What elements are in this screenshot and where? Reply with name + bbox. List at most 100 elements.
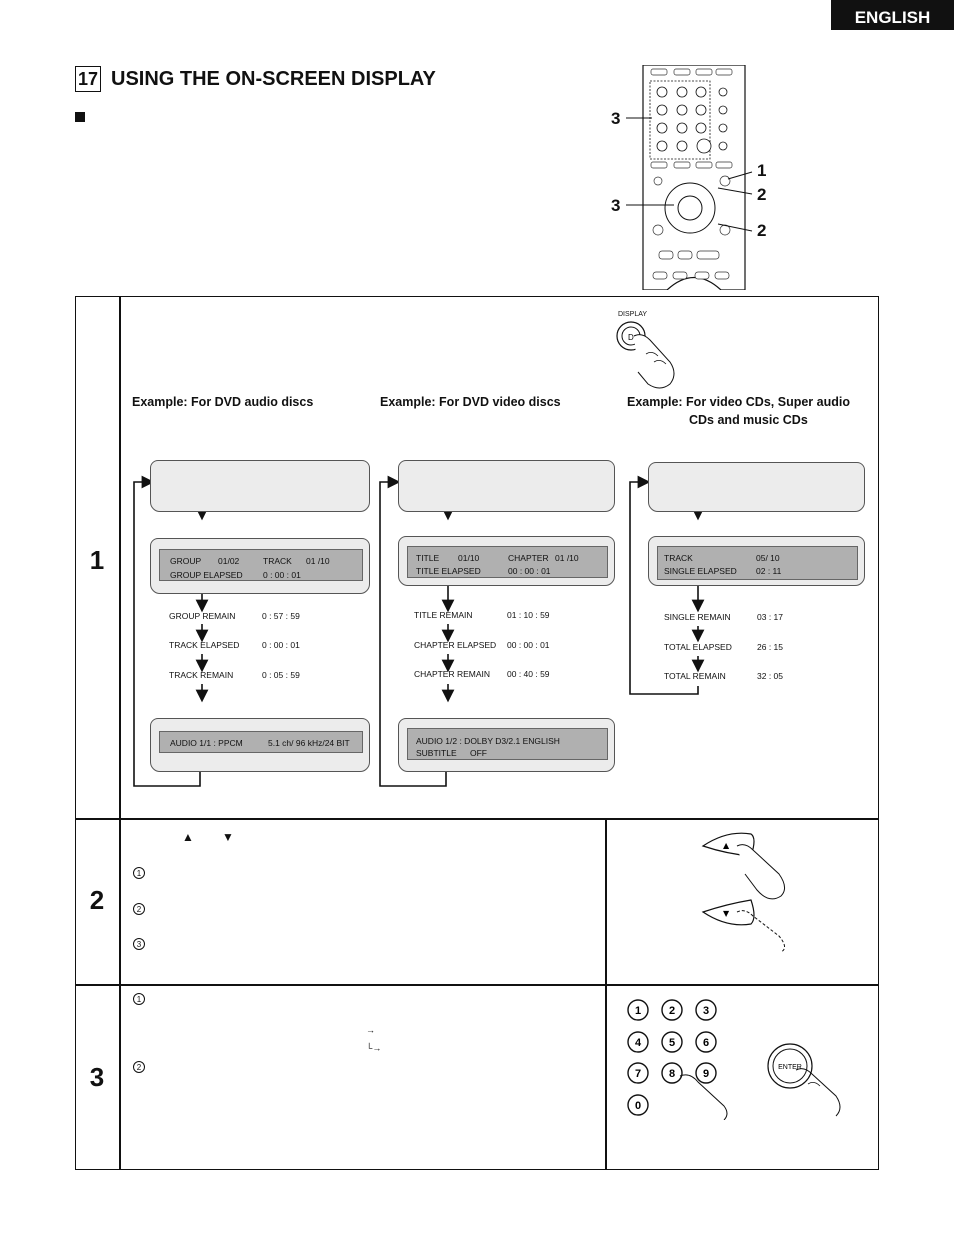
- vcd-item-1-label: SINGLE REMAIN: [664, 612, 731, 622]
- osd-title-elapsed-label: TITLE ELAPSED: [416, 566, 481, 576]
- vcd-item-3-value: 32 : 05: [757, 671, 783, 681]
- cursor-buttons-hand-illustration: ▲ ▼: [701, 832, 785, 953]
- osd-title-elapsed-value: 00 : 00 : 01: [508, 566, 551, 576]
- illustration-column-divider: [605, 818, 607, 1170]
- vcd-item-2-value: 26 : 15: [757, 642, 783, 652]
- example-vcd-heading-line1: Example: For video CDs, Super audio: [627, 395, 850, 409]
- step2-mark-1: 1: [133, 867, 145, 879]
- osd-audio-line: AUDIO 1/2 : DOLBY D3/2.1 ENGLISH: [416, 736, 560, 746]
- bullet-square-icon: [75, 112, 85, 122]
- dvd-audio-item-3-value: 0 : 05 : 59: [262, 670, 300, 680]
- callout-3-upper: 3: [611, 109, 621, 128]
- osd-subtitle-label: SUBTITLE: [416, 748, 457, 758]
- step3-mark-1: 1: [133, 993, 145, 1005]
- display-button-label: DISPLAY: [618, 311, 648, 318]
- vcd-item-2-label: TOTAL ELAPSED: [664, 642, 732, 652]
- dvd-audio-item-3-label: TRACK REMAIN: [169, 670, 234, 680]
- section-number: 17: [75, 66, 101, 92]
- return-arrow-icon: └→: [366, 1043, 382, 1053]
- osd-panel-dvd-audio-2: AUDIO 1/1 : PPCM 5.1 ch/ 96 kHz/24 BIT: [159, 731, 363, 753]
- step-number-3: 3: [89, 1062, 105, 1092]
- numpad-illustration: 1 2 3 4 5 6 7 8 9 0: [627, 999, 728, 1120]
- osd-group-label: GROUP: [170, 556, 202, 566]
- example-dvd-video-heading: Example: For DVD video discs: [380, 395, 561, 409]
- dvd-video-item-3-value: 00 : 40 : 59: [507, 669, 550, 679]
- numpad-key-6: 6: [703, 1037, 709, 1049]
- osd-vcd-track-label: TRACK: [664, 553, 693, 563]
- step3-mark-2: 2: [133, 1061, 145, 1073]
- callout-2-lower: 2: [757, 221, 767, 240]
- numpad-key-8: 8: [669, 1068, 675, 1080]
- section-title: USING THE ON-SCREEN DISPLAY: [111, 67, 436, 90]
- row-divider-2: [75, 984, 879, 986]
- osd-panel-dvd-audio-1: GROUP 01/02 TRACK 01 /10 GROUP ELAPSED 0…: [159, 549, 363, 581]
- osd-single-elapsed-value: 02 : 11: [756, 566, 782, 576]
- osd-audio-label: AUDIO 1/1 : PPCM: [170, 738, 243, 748]
- steps-table: [75, 296, 879, 1170]
- svg-text:▼: ▼: [723, 909, 730, 918]
- vcd-item-1-value: 03 : 17: [757, 612, 783, 622]
- example-dvd-audio-heading: Example: For DVD audio discs: [132, 395, 314, 409]
- step-number-1: 1: [89, 545, 105, 575]
- tv-screen-vcd-osd1: TRACK 05/ 10 SINGLE ELAPSED 02 : 11: [648, 536, 865, 586]
- numpad-key-1: 1: [635, 1005, 641, 1017]
- callout-1: 1: [757, 161, 767, 180]
- osd-title-label: TITLE: [416, 553, 440, 563]
- osd-vcd-track-value: 05/ 10: [756, 553, 780, 563]
- osd-group-elapsed-value: 0 : 00 : 01: [263, 570, 301, 580]
- dvd-audio-item-2-value: 0 : 00 : 01: [262, 640, 300, 650]
- up-arrow-icon: ▲: [182, 830, 194, 844]
- example-vcd-heading-line2: CDs and music CDs: [689, 413, 808, 427]
- osd-chapter-value: 01 /10: [555, 553, 579, 563]
- numpad-key-0: 0: [635, 1100, 641, 1112]
- callout-3-lower: 3: [611, 196, 621, 215]
- row-divider-1: [75, 818, 879, 820]
- display-button-hand-illustration: D: [616, 321, 675, 389]
- dvd-audio-item-1-value: 0 : 57 : 59: [262, 611, 300, 621]
- down-arrow-icon: ▼: [222, 830, 234, 844]
- enter-button-label: ENTER: [778, 1064, 802, 1071]
- section-heading: 17 USING THE ON-SCREEN DISPLAY: [75, 66, 436, 92]
- dvd-video-item-2-value: 00 : 00 : 01: [507, 640, 550, 650]
- osd-panel-dvd-video-2: AUDIO 1/2 : DOLBY D3/2.1 ENGLISH SUBTITL…: [407, 728, 608, 760]
- numpad-key-2: 2: [669, 1005, 675, 1017]
- step2-mark-2: 2: [133, 903, 145, 915]
- tv-screen-dvd-audio-osd2: AUDIO 1/1 : PPCM 5.1 ch/ 96 kHz/24 BIT: [150, 718, 370, 772]
- enter-button-hand-illustration: ENTER: [767, 1043, 841, 1117]
- callout-2-upper: 2: [757, 185, 767, 204]
- dvd-audio-item-1-label: GROUP REMAIN: [169, 611, 236, 621]
- tv-screen-dvd-video-osd2: AUDIO 1/2 : DOLBY D3/2.1 ENGLISH SUBTITL…: [398, 718, 615, 772]
- osd-audio-value: 5.1 ch/ 96 kHz/24 BIT: [268, 738, 350, 748]
- osd-group-value: 01/02: [218, 556, 240, 566]
- dvd-video-item-1-value: 01 : 10 : 59: [507, 610, 550, 620]
- numpad-key-7: 7: [635, 1068, 641, 1080]
- osd-panel-dvd-video-1: TITLE 01/10 CHAPTER 01 /10 TITLE ELAPSED…: [407, 546, 608, 578]
- language-tab: ENGLISH: [831, 0, 954, 30]
- svg-text:D: D: [628, 333, 634, 342]
- tv-screen-dvd-audio-osd1: GROUP 01/02 TRACK 01 /10 GROUP ELAPSED 0…: [150, 538, 370, 594]
- numpad-key-4: 4: [635, 1037, 642, 1049]
- numpad-key-9: 9: [703, 1068, 709, 1080]
- osd-chapter-label: CHAPTER: [508, 553, 549, 563]
- tv-screen-dvd-video-osd1: TITLE 01/10 CHAPTER 01 /10 TITLE ELAPSED…: [398, 536, 615, 586]
- osd-group-elapsed-label: GROUP ELAPSED: [170, 570, 243, 580]
- svg-text:▲: ▲: [723, 841, 730, 850]
- tv-screen-dvd-audio-top: [150, 460, 370, 512]
- numpad-key-5: 5: [669, 1037, 675, 1049]
- dvd-audio-item-2-label: TRACK ELAPSED: [169, 640, 240, 650]
- osd-track-label: TRACK: [263, 556, 292, 566]
- step-number-2: 2: [89, 885, 105, 915]
- dvd-video-item-2-label: CHAPTER ELAPSED: [414, 640, 497, 650]
- osd-track-value: 01 /10: [306, 556, 330, 566]
- tv-screen-dvd-video-top: [398, 460, 615, 512]
- osd-single-elapsed-label: SINGLE ELAPSED: [664, 566, 737, 576]
- step-column-divider: [119, 296, 121, 1170]
- right-arrow-icon: →: [366, 1025, 375, 1035]
- numpad-key-3: 3: [703, 1005, 709, 1017]
- remote-control-illustration: [642, 65, 746, 290]
- step2-mark-3: 3: [133, 938, 145, 950]
- osd-subtitle-value: OFF: [470, 748, 487, 758]
- dvd-video-item-3-label: CHAPTER REMAIN: [414, 669, 491, 679]
- dvd-video-item-1-label: TITLE REMAIN: [414, 610, 473, 620]
- osd-title-value: 01/10: [458, 553, 480, 563]
